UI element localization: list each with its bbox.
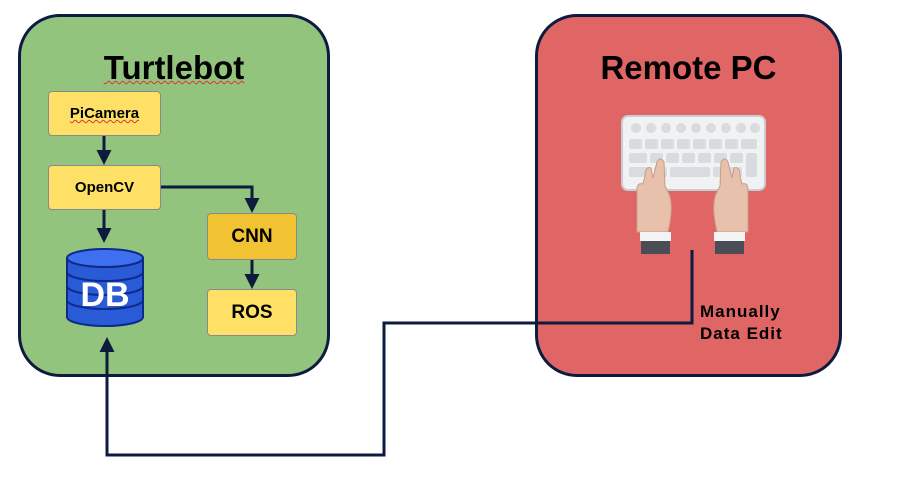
db-label: DB — [80, 276, 129, 314]
edit-label-line1: Manually — [700, 302, 781, 321]
opencv-node: OpenCV — [48, 165, 161, 210]
picamera-node: PiCamera — [48, 91, 161, 136]
ros-label: ROS — [231, 301, 273, 323]
manual-data-edit-label: Manually Data Edit — [700, 301, 783, 345]
turtlebot-title: Turtlebot — [103, 49, 245, 86]
edit-label-line2: Data Edit — [700, 324, 783, 343]
cnn-label: CNN — [231, 225, 273, 247]
picamera-label: PiCamera — [69, 105, 140, 122]
remote-pc-title: Remote PC — [600, 49, 777, 86]
arrow-remote-to-db — [99, 250, 694, 457]
ros-node: ROS — [207, 289, 297, 336]
database-icon: DB — [66, 248, 144, 327]
arrow-opencv-cnn — [161, 185, 260, 213]
cnn-node: CNN — [207, 213, 297, 260]
remote-pc-panel: Remote PC — [535, 14, 842, 377]
keyboard-hands-icon — [621, 115, 766, 254]
opencv-label: OpenCV — [74, 179, 135, 196]
